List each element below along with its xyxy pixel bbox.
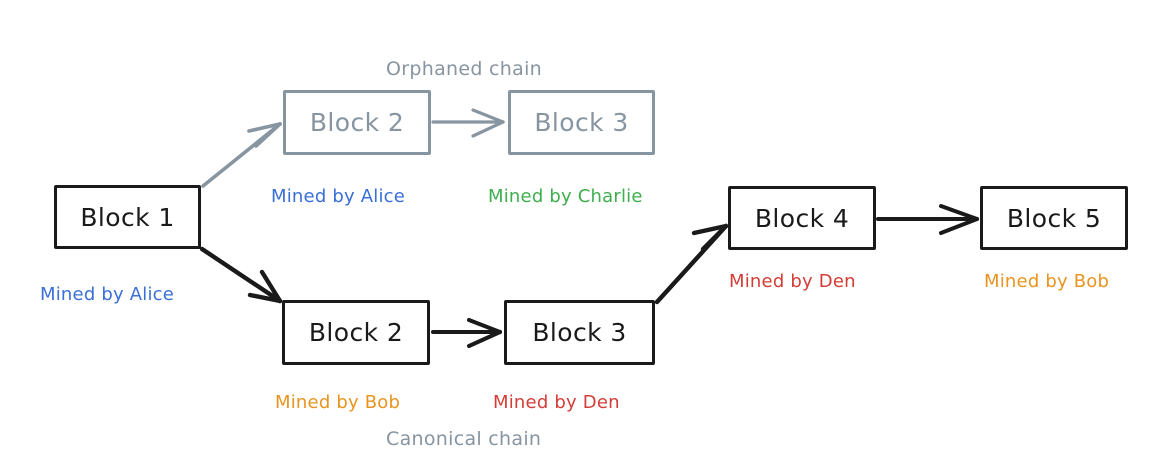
miner-label-canonical-block-2: Mined by Bob [275,392,401,413]
block-label: Block 2 [308,318,404,347]
arrow-canonical-block2-to-block3 [431,318,502,348]
arrow-orphan-block2-to-orphan-block3 [431,108,505,138]
block-node-orphan-block-2[interactable]: Block 2 [283,90,431,155]
miner-label-orphan-block-3: Mined by Charlie [488,186,643,207]
block-label: Block 3 [532,318,627,347]
block-label: Block 4 [754,203,850,233]
arrow-block1-to-canonical-block2 [199,246,283,304]
canonical-chain-label: Canonical chain [386,428,542,450]
block-node-orphan-block-3[interactable]: Block 3 [508,90,655,155]
block-label: Block 5 [1006,203,1102,233]
miner-label-canonical-block-3: Mined by Den [493,392,620,413]
block-node-canonical-block-2[interactable]: Block 2 [282,300,430,365]
miner-label-block-1: Mined by Alice [40,284,175,305]
block-node-canonical-block-3[interactable]: Block 3 [504,300,655,365]
block-node-block-1[interactable]: Block 1 [54,185,201,249]
miner-label-canonical-block-4: Mined by Den [729,271,856,292]
block-node-canonical-block-4[interactable]: Block 4 [728,186,876,250]
block-node-canonical-block-5[interactable]: Block 5 [980,186,1128,250]
miner-label-canonical-block-5: Mined by Bob [984,271,1110,292]
block-label: Block 3 [534,108,629,137]
block-label: Block 2 [309,108,405,137]
arrow-block1-to-orphan-block2 [201,122,282,188]
miner-label-orphan-block-2: Mined by Alice [271,186,406,207]
arrow-canonical-block4-to-block5 [876,204,979,235]
arrow-canonical-block3-to-block4 [654,223,729,305]
block-label: Block 1 [80,202,175,232]
orphaned-chain-label: Orphaned chain [386,58,542,80]
